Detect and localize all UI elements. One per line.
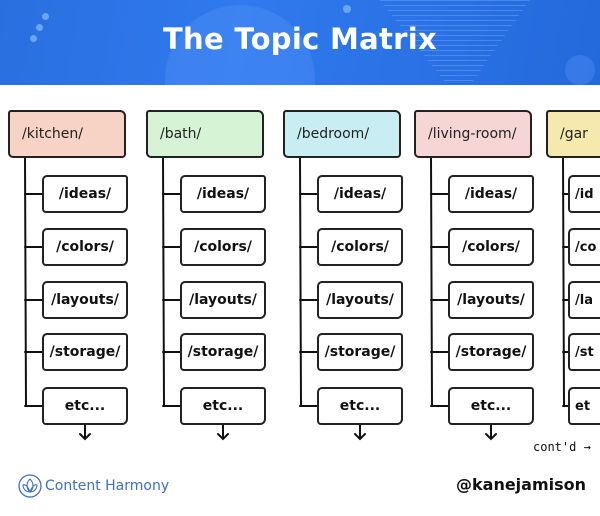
parent-topic-box: /living-room/ xyxy=(414,110,532,158)
decor-circle xyxy=(565,55,595,85)
subtopic-box: etc... xyxy=(42,387,128,425)
subtopic-box: /layouts/ xyxy=(448,281,534,319)
subtopic-box: /colors/ xyxy=(317,228,403,266)
subtopic-box: /layouts/ xyxy=(317,281,403,319)
subtopic-box: /ideas/ xyxy=(317,175,403,213)
subtopic-box: et xyxy=(568,387,600,425)
down-arrow-icon xyxy=(485,424,497,441)
decor-dot xyxy=(36,24,43,31)
subtopic-box: /st xyxy=(568,333,600,371)
trunk-line xyxy=(430,157,433,407)
subtopic-box: /storage/ xyxy=(317,333,403,371)
trunk-line xyxy=(562,157,565,407)
lotus-icon xyxy=(18,474,42,498)
parent-topic-box: /kitchen/ xyxy=(8,110,126,158)
subtopic-box: /layouts/ xyxy=(42,281,128,319)
subtopic-box: /ideas/ xyxy=(42,175,128,213)
trunk-line xyxy=(299,157,302,407)
subtopic-box: /storage/ xyxy=(42,333,128,371)
subtopic-box: /layouts/ xyxy=(180,281,266,319)
header-banner: The Topic Matrix xyxy=(0,0,600,85)
decor-dot xyxy=(30,35,37,42)
subtopic-box: /colors/ xyxy=(42,228,128,266)
down-arrow-icon xyxy=(354,424,366,441)
subtopic-box: /colors/ xyxy=(180,228,266,266)
subtopic-box: /id xyxy=(568,175,600,213)
subtopic-box: /co xyxy=(568,228,600,266)
decor-dot xyxy=(42,13,49,20)
continued-note: cont'd → xyxy=(533,440,591,454)
subtopic-box: etc... xyxy=(317,387,403,425)
subtopic-box: /colors/ xyxy=(448,228,534,266)
subtopic-box: /storage/ xyxy=(448,333,534,371)
down-arrow-icon xyxy=(79,424,91,441)
brand-name: Content Harmony xyxy=(45,478,170,494)
twitter-handle: @kanejamison xyxy=(456,475,587,494)
parent-topic-box: /bedroom/ xyxy=(283,110,401,158)
parent-topic-box: /gar xyxy=(546,110,600,158)
subtopic-box: etc... xyxy=(448,387,534,425)
subtopic-box: etc... xyxy=(180,387,266,425)
parent-topic-box: /bath/ xyxy=(146,110,264,158)
subtopic-box: /storage/ xyxy=(180,333,266,371)
down-arrow-icon xyxy=(217,424,229,441)
subtopic-box: /la xyxy=(568,281,600,319)
page-title: The Topic Matrix xyxy=(162,22,438,56)
trunk-line xyxy=(24,157,27,407)
subtopic-box: /ideas/ xyxy=(180,175,266,213)
trunk-line xyxy=(162,157,165,407)
subtopic-box: /ideas/ xyxy=(448,175,534,213)
content-harmony-logo: Content Harmony xyxy=(18,474,169,498)
decor-dot xyxy=(343,5,351,13)
